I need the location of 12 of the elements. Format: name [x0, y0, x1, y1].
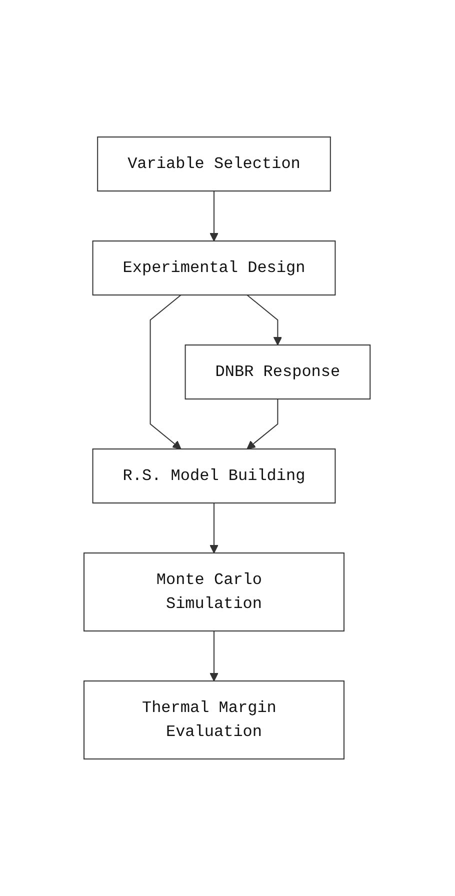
node-box: Monte Carlo Simulation — [84, 552, 345, 632]
arrow — [210, 630, 219, 682]
node-box: DNBR Response — [185, 344, 372, 400]
arrow — [247, 294, 283, 346]
node-box: Variable Selection — [98, 136, 332, 192]
node-box: R.S. Model Building — [92, 448, 336, 504]
arrow — [150, 294, 182, 450]
node-box: Experimental Design — [92, 240, 336, 296]
arrow — [210, 190, 219, 242]
node-box: Thermal Margin Evaluation — [84, 680, 345, 760]
arrow — [210, 502, 219, 554]
arrow — [247, 398, 279, 450]
